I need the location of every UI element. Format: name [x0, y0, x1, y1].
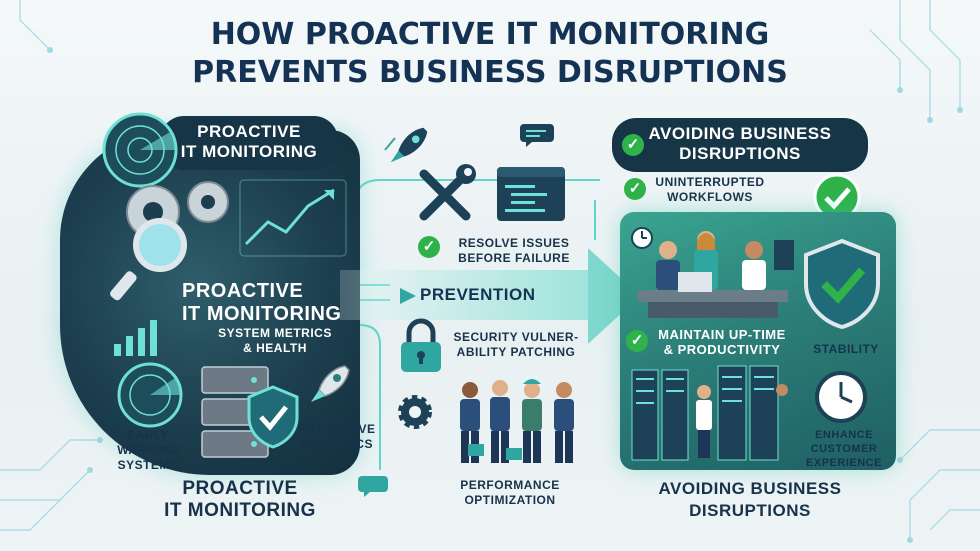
- title-line-2: PREVENTS BUSINESS DISRUPTIONS: [192, 55, 788, 90]
- code-window-icon: [497, 167, 565, 221]
- customer-line-2: CUSTOMER: [810, 443, 878, 455]
- rocket-top-icon: [390, 127, 428, 163]
- bar-chart-icon: [114, 320, 157, 356]
- right-pill-line-1: AVOIDING BUSINESS: [648, 124, 832, 143]
- office-team-illustration: [631, 227, 794, 318]
- magnifier-icon: [110, 218, 187, 301]
- system-metrics-line-2: & HEALTH: [243, 341, 307, 355]
- center-heading: PROACTIVE IT MONITORING: [182, 280, 342, 326]
- rocket-icon: [311, 365, 350, 402]
- pill-check-icon: ✓: [622, 134, 644, 156]
- center-heading-line-2: IT MONITORING: [182, 303, 342, 325]
- predictive-analytics-label: PREDICTIVE ANALYTICS: [292, 422, 382, 452]
- page-title: HOW PROACTIVE IT MONITORING PREVENTS BUS…: [0, 16, 980, 92]
- center-heading-line-1: PROACTIVE: [182, 280, 304, 302]
- check-circle-icon: [813, 173, 861, 221]
- resolve-line-1: RESOLVE ISSUES: [458, 236, 570, 250]
- workflows-check-icon: ✓: [624, 178, 646, 200]
- title-line-1: HOW PROACTIVE IT MONITORING: [210, 17, 770, 52]
- security-patching-label: SECURITY VULNER- ABILITY PATCHING: [446, 330, 586, 360]
- pill-line-2: IT MONITORING: [180, 142, 318, 161]
- radar-icon: [102, 112, 178, 188]
- pill-line-1: PROACTIVE: [197, 122, 301, 141]
- system-metrics-line-1: SYSTEM METRICS: [218, 326, 332, 340]
- chat-bubble-small-icon: [358, 476, 388, 497]
- padlock-icon: [401, 318, 441, 372]
- resolve-line-2: BEFORE FAILURE: [458, 251, 570, 265]
- right-bottom-line-2: DISRUPTIONS: [689, 501, 811, 520]
- line-chart-icon: [239, 179, 347, 257]
- avoiding-disruptions-pill: AVOIDING BUSINESS DISRUPTIONS: [612, 118, 868, 172]
- security-line-1: SECURITY VULNER-: [453, 330, 579, 344]
- prevention-arrow-band: [340, 270, 590, 320]
- arrow-icon: [400, 288, 416, 304]
- early-warning-line-2: WARNING: [117, 443, 179, 457]
- uptime-line-1: MAINTAIN UP-TIME: [658, 327, 786, 342]
- gear-icon: [398, 395, 432, 429]
- early-warning-label: EARLY WARNING SYSTEMS: [108, 428, 188, 473]
- right-bottom-line-1: AVOIDING BUSINESS: [658, 479, 842, 498]
- early-warning-line-3: SYSTEMS: [117, 458, 179, 472]
- shield-check-icon: [247, 385, 299, 449]
- resolve-check-icon: ✓: [418, 236, 440, 258]
- customer-line-1: ENHANCE: [815, 429, 873, 441]
- clock-icon: [815, 371, 867, 423]
- workflows-line-1: UNINTERRUPTED: [655, 175, 765, 189]
- left-bottom-line-2: IT MONITORING: [164, 500, 316, 521]
- security-line-2: ABILITY PATCHING: [456, 345, 576, 359]
- workflows-label: UNINTERRUPTED WORKFLOWS: [650, 175, 770, 205]
- customer-experience-label: ENHANCE CUSTOMER EXPERIENCE: [796, 428, 892, 470]
- datacenter-illustration: [631, 365, 788, 461]
- predictive-line-1: PREDICTIVE: [298, 422, 376, 436]
- system-metrics-label: SYSTEM METRICS & HEALTH: [200, 326, 350, 356]
- right-pill-line-2: DISRUPTIONS: [679, 144, 801, 163]
- performance-line-1: PERFORMANCE: [460, 478, 560, 492]
- right-bottom-heading: AVOIDING BUSINESS DISRUPTIONS: [622, 478, 878, 522]
- uptime-label: MAINTAIN UP-TIME & PRODUCTIVITY: [652, 327, 792, 357]
- shield-icon: [804, 238, 880, 330]
- performance-line-2: OPTIMIZATION: [464, 493, 556, 507]
- chat-bubble-icon: [520, 124, 554, 147]
- predictive-line-2: ANALYTICS: [300, 437, 374, 451]
- wrench-screwdriver-icon: [419, 164, 476, 221]
- uptime-line-2: & PRODUCTIVITY: [663, 342, 781, 357]
- left-bottom-line-1: PROACTIVE: [182, 478, 298, 499]
- prevention-label: PREVENTION: [420, 285, 536, 304]
- workers-illustration: [460, 379, 574, 463]
- left-bottom-heading: PROACTIVE IT MONITORING: [150, 478, 330, 522]
- stability-label: STABILITY: [813, 342, 879, 356]
- resolve-issues-label: RESOLVE ISSUES BEFORE FAILURE: [444, 236, 584, 266]
- workflows-line-2: WORKFLOWS: [667, 190, 753, 204]
- customer-line-3: EXPERIENCE: [806, 457, 882, 469]
- uptime-check-icon: ✓: [626, 330, 648, 352]
- early-warning-radar-icon: [117, 362, 183, 428]
- proactive-monitoring-pill: PROACTIVE IT MONITORING: [160, 116, 338, 170]
- performance-optimization-label: PERFORMANCE OPTIMIZATION: [435, 478, 585, 508]
- early-warning-line-1: EARLY: [126, 428, 170, 442]
